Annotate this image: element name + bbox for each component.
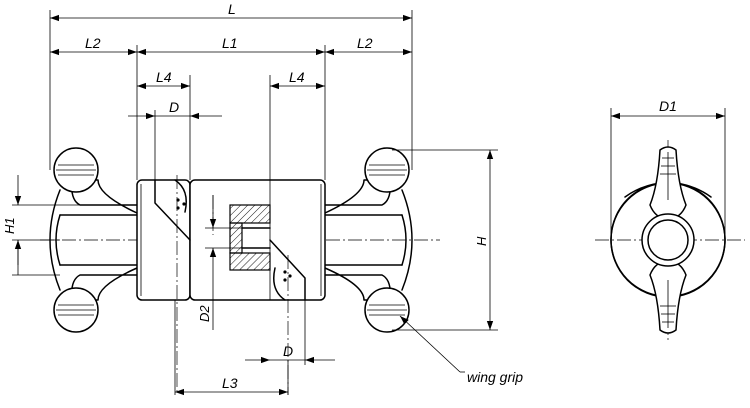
end-view-hub — [641, 213, 695, 267]
right-bottom-grip-ball — [364, 287, 410, 333]
label-L2-right: L2 — [357, 35, 373, 51]
side-view: L L2 L1 L2 L4 L4 D D L3 H1 H D2 wing gri… — [2, 1, 523, 396]
left-coupling-block — [136, 179, 191, 301]
label-wing-grip: wing grip — [467, 369, 523, 385]
label-D1: D1 — [659, 98, 677, 114]
right-top-grip-ball — [364, 147, 410, 193]
label-L4-left: L4 — [156, 69, 172, 85]
sectioned-bore — [229, 204, 271, 271]
left-top-grip-ball — [53, 147, 99, 193]
label-L2-left: L2 — [85, 35, 101, 51]
end-view: D1 — [595, 98, 745, 340]
label-D-top: D — [169, 99, 179, 115]
label-D-bottom: D — [283, 343, 293, 359]
end-view-bore — [647, 219, 689, 261]
label-H1: H1 — [2, 217, 17, 234]
right-dovetail-notch — [269, 239, 306, 301]
label-L4-right: L4 — [289, 69, 305, 85]
label-D2: D2 — [197, 305, 212, 322]
right-hub-right-edge — [401, 214, 407, 266]
left-bottom-grip-ball — [53, 287, 99, 333]
end-view-wing-ribs — [660, 152, 676, 328]
label-L: L — [228, 1, 236, 17]
label-L3: L3 — [222, 375, 238, 391]
label-L1: L1 — [222, 35, 238, 51]
label-H: H — [474, 236, 489, 246]
wing-grip-leader — [399, 315, 461, 373]
